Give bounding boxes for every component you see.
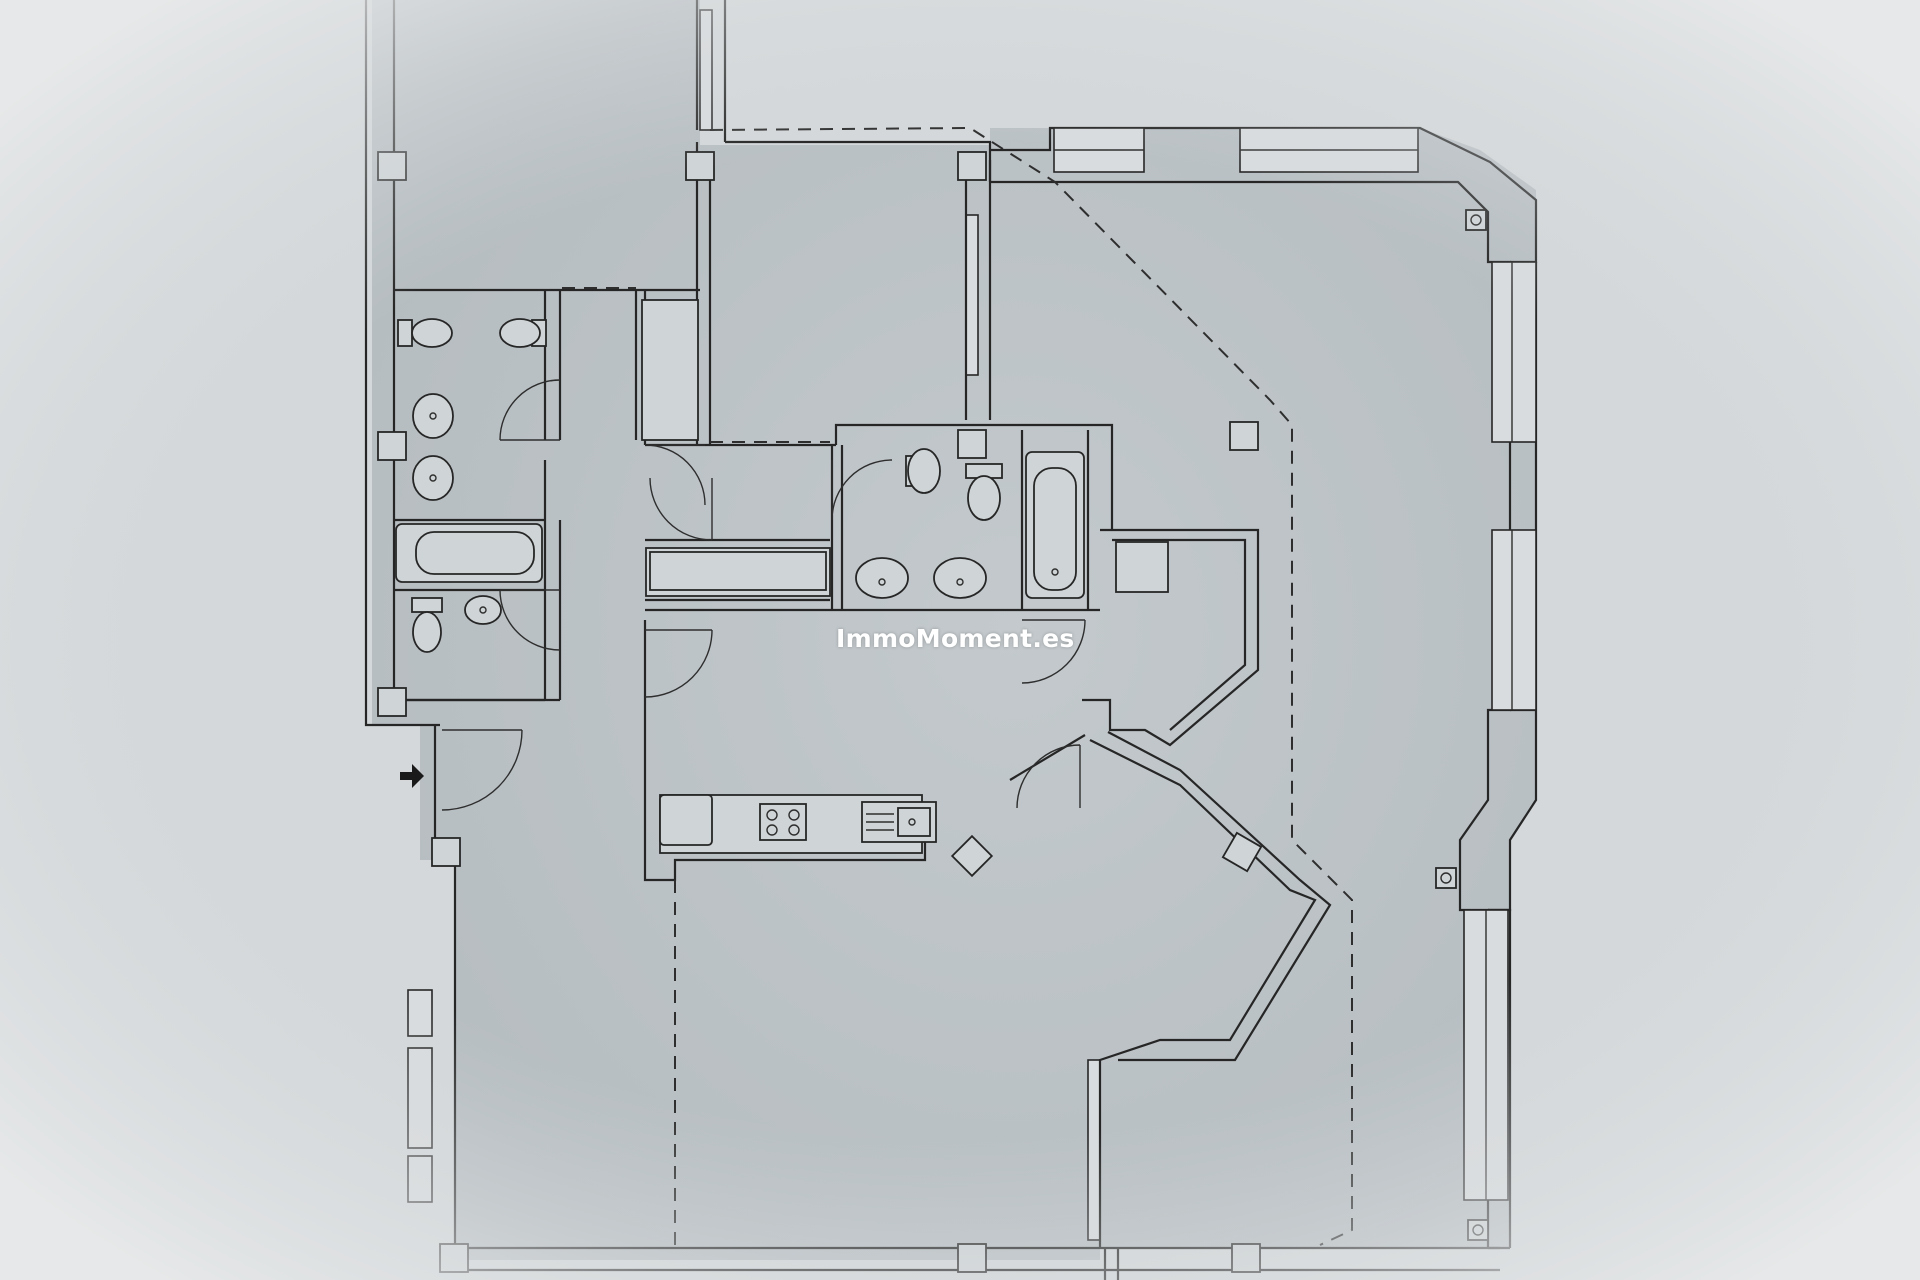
column-icon [377,431,407,461]
toilet-icon [411,597,443,653]
washbasin-icon [933,557,987,599]
column-icon [957,151,987,181]
column-icon [377,151,407,181]
kitchen-counter [659,794,937,854]
column-icon [957,1243,987,1273]
laundry-unit [1115,541,1169,593]
washbasin-icon [855,557,909,599]
column-icon [1229,421,1259,451]
vent-icon [1435,867,1457,889]
toilet-icon [965,463,1003,521]
bathtub-icon [1025,451,1085,599]
watermark-text: ImmoMoment.es [836,624,1075,653]
column-icon [685,151,715,181]
column-icon [1231,1243,1261,1273]
kitchen-sink-icon [861,801,937,843]
washbasin-icon [464,595,502,625]
stove-icon [759,803,807,841]
toilet-icon [905,448,941,494]
column-icon [431,837,461,867]
vent-icon [1465,209,1487,231]
column-icon [439,1243,469,1273]
column-icon [377,687,407,717]
washbasin-icon [412,393,454,439]
bathtub-icon [395,523,543,583]
toilet-icon [499,318,547,348]
vent-icon [1467,1219,1489,1241]
column-icon [957,429,987,459]
toilet-icon [397,318,453,348]
washbasin-icon [412,455,454,501]
